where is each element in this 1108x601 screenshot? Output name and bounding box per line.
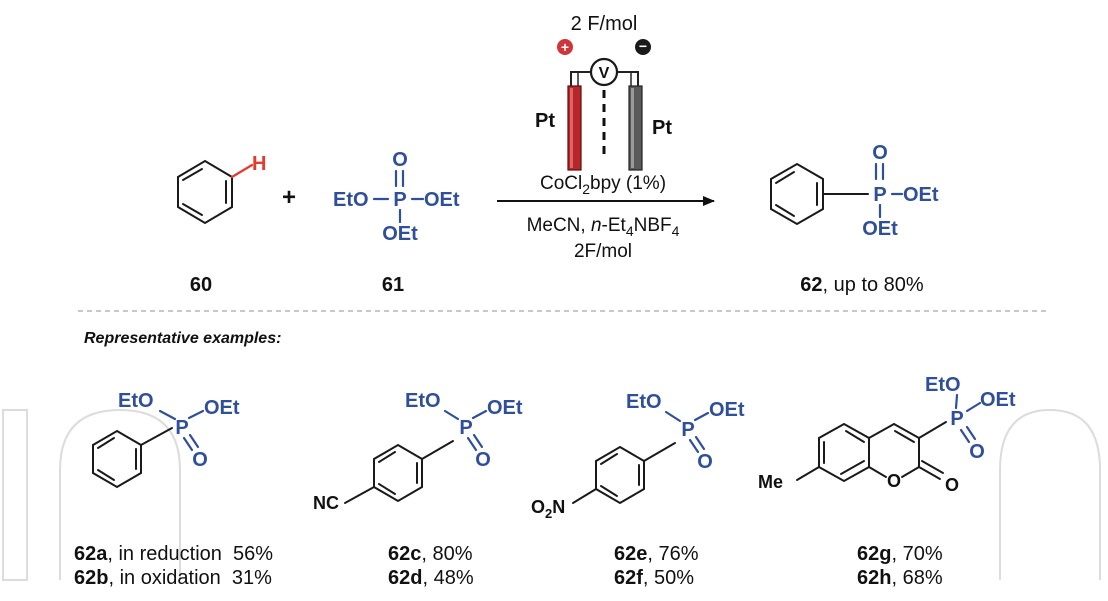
svg-text:−: − bbox=[639, 38, 647, 54]
example-62b-yield: 62b, in oxidation 31% bbox=[74, 567, 272, 589]
svg-text:+: + bbox=[561, 39, 569, 55]
reagent-oet-bottom: OEt bbox=[382, 223, 418, 245]
voltmeter-icon: V bbox=[589, 57, 619, 87]
product-oet-right: OEt bbox=[903, 184, 939, 206]
reagent-eto: EtO bbox=[333, 189, 369, 211]
cathode-electrode bbox=[628, 85, 643, 171]
svg-text:OEt: OEt bbox=[980, 389, 1016, 411]
svg-text:O: O bbox=[945, 475, 959, 495]
svg-text:OEt: OEt bbox=[204, 397, 240, 419]
reagent-oet-right: OEt bbox=[424, 189, 460, 211]
svg-text:O: O bbox=[192, 449, 208, 471]
product-label: 62, up to 80% bbox=[800, 274, 924, 296]
svg-text:O2N: O2N bbox=[531, 497, 565, 521]
svg-text:OEt: OEt bbox=[487, 397, 523, 419]
benzene-reactant: H bbox=[177, 153, 266, 225]
product-p: P bbox=[873, 184, 886, 206]
svg-text:EtO: EtO bbox=[118, 390, 154, 412]
svg-text:O: O bbox=[697, 451, 713, 473]
right-electrode-label: Pt bbox=[652, 117, 672, 139]
compound-label-61: 61 bbox=[382, 274, 404, 296]
example-62c-structure: NC EtO P OEt O bbox=[313, 390, 523, 513]
svg-text:P: P bbox=[950, 408, 963, 430]
example-62h-yield: 62h, 68% bbox=[857, 567, 943, 589]
svg-text:NC: NC bbox=[313, 493, 339, 513]
svg-text:EtO: EtO bbox=[925, 374, 961, 396]
product-o-top: O bbox=[872, 142, 888, 164]
example-62f-yield: 62f, 50% bbox=[614, 567, 694, 589]
example-62a-structure: EtO P OEt O bbox=[92, 390, 240, 489]
svg-text:O: O bbox=[887, 471, 901, 491]
examples-heading: Representative examples: bbox=[84, 330, 281, 347]
reagent-o-top: O bbox=[392, 149, 408, 171]
charge-condition: 2F/mol bbox=[574, 241, 632, 262]
example-62e-yield: 62e, 76% bbox=[614, 543, 699, 565]
electrolysis-cell: 2 F/mol + − V Pt Pt bbox=[535, 13, 672, 171]
example-62g-structure: O O Me EtO P OEt O bbox=[758, 374, 1016, 495]
phosphonate-reagent: O EtO P OEt OEt bbox=[333, 149, 460, 245]
svg-text:O: O bbox=[475, 449, 491, 471]
svg-text:P: P bbox=[459, 417, 472, 439]
anode-terminal-icon: + bbox=[557, 39, 573, 55]
catalyst-condition: CoCl2bpy (1%) bbox=[540, 173, 666, 197]
reagent-p: P bbox=[393, 189, 406, 211]
svg-text:OEt: OEt bbox=[709, 399, 745, 421]
phenylphosphonate-product: O P OEt OEt bbox=[770, 142, 939, 240]
charge-label: 2 F/mol bbox=[571, 13, 638, 35]
svg-text:EtO: EtO bbox=[626, 391, 662, 413]
example-62g-yield: 62g, 70% bbox=[857, 543, 943, 565]
svg-text:P: P bbox=[175, 417, 188, 439]
cathode-terminal-icon: − bbox=[635, 38, 651, 55]
watermark bbox=[2, 408, 1101, 581]
hydrogen-atom: H bbox=[252, 153, 266, 175]
example-62e-structure: O2N EtO P OEt O bbox=[531, 391, 745, 521]
compound-label-60: 60 bbox=[190, 274, 212, 296]
anode-electrode bbox=[567, 85, 582, 171]
svg-text:EtO: EtO bbox=[405, 390, 441, 412]
example-62c-yield: 62c, 80% bbox=[388, 543, 473, 565]
product-oet-bottom: OEt bbox=[862, 218, 898, 240]
svg-text:O: O bbox=[969, 441, 985, 463]
example-62a-yield: 62a, in reduction 56% bbox=[74, 543, 273, 565]
example-62d-yield: 62d, 48% bbox=[388, 567, 474, 589]
svg-text:Me: Me bbox=[758, 472, 783, 492]
svg-text:V: V bbox=[599, 65, 610, 82]
plus-sign: + bbox=[282, 184, 296, 211]
left-electrode-label: Pt bbox=[535, 110, 555, 132]
solvent-condition: MeCN, n-Et4NBF4 bbox=[527, 215, 680, 239]
svg-text:P: P bbox=[681, 419, 694, 441]
